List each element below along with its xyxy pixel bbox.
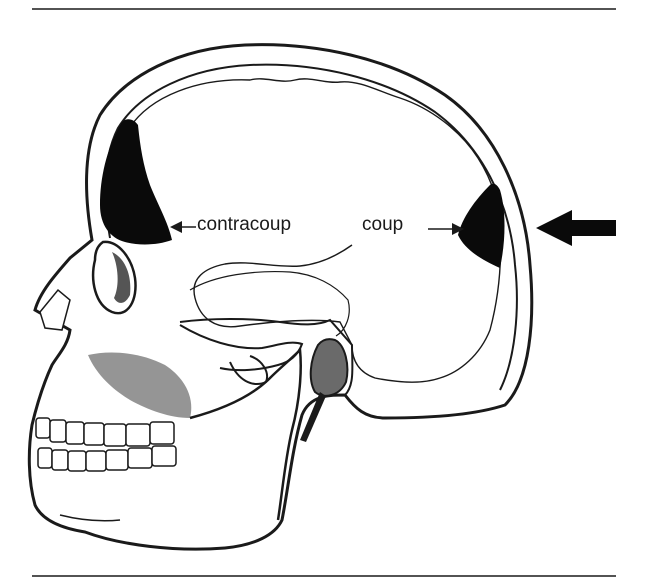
- temporal-lobe-line: [189, 271, 350, 337]
- ear-canal: [309, 338, 349, 397]
- mandible: [189, 347, 302, 521]
- styloid-process: [300, 392, 326, 442]
- upper-teeth: [35, 417, 175, 447]
- mandible-notch: [229, 355, 268, 385]
- maxilla-shading: [88, 352, 192, 418]
- contracoup-lesion: [100, 119, 172, 245]
- skull-base-line: [179, 318, 354, 396]
- coup-pointer-arrow: [428, 223, 464, 235]
- lower-teeth: [37, 445, 177, 472]
- contracoup-pointer-arrow: [170, 221, 196, 233]
- coup-label: coup: [362, 214, 404, 235]
- orbit-shading: [112, 252, 131, 303]
- impact-arrow-icon: [536, 210, 616, 246]
- jaw-detail: [59, 514, 121, 522]
- coup-lesion: [458, 183, 505, 268]
- inner-skull-line: [104, 63, 518, 391]
- contracoup-label: contracoup: [197, 214, 292, 235]
- nasal-cavity: [39, 288, 71, 331]
